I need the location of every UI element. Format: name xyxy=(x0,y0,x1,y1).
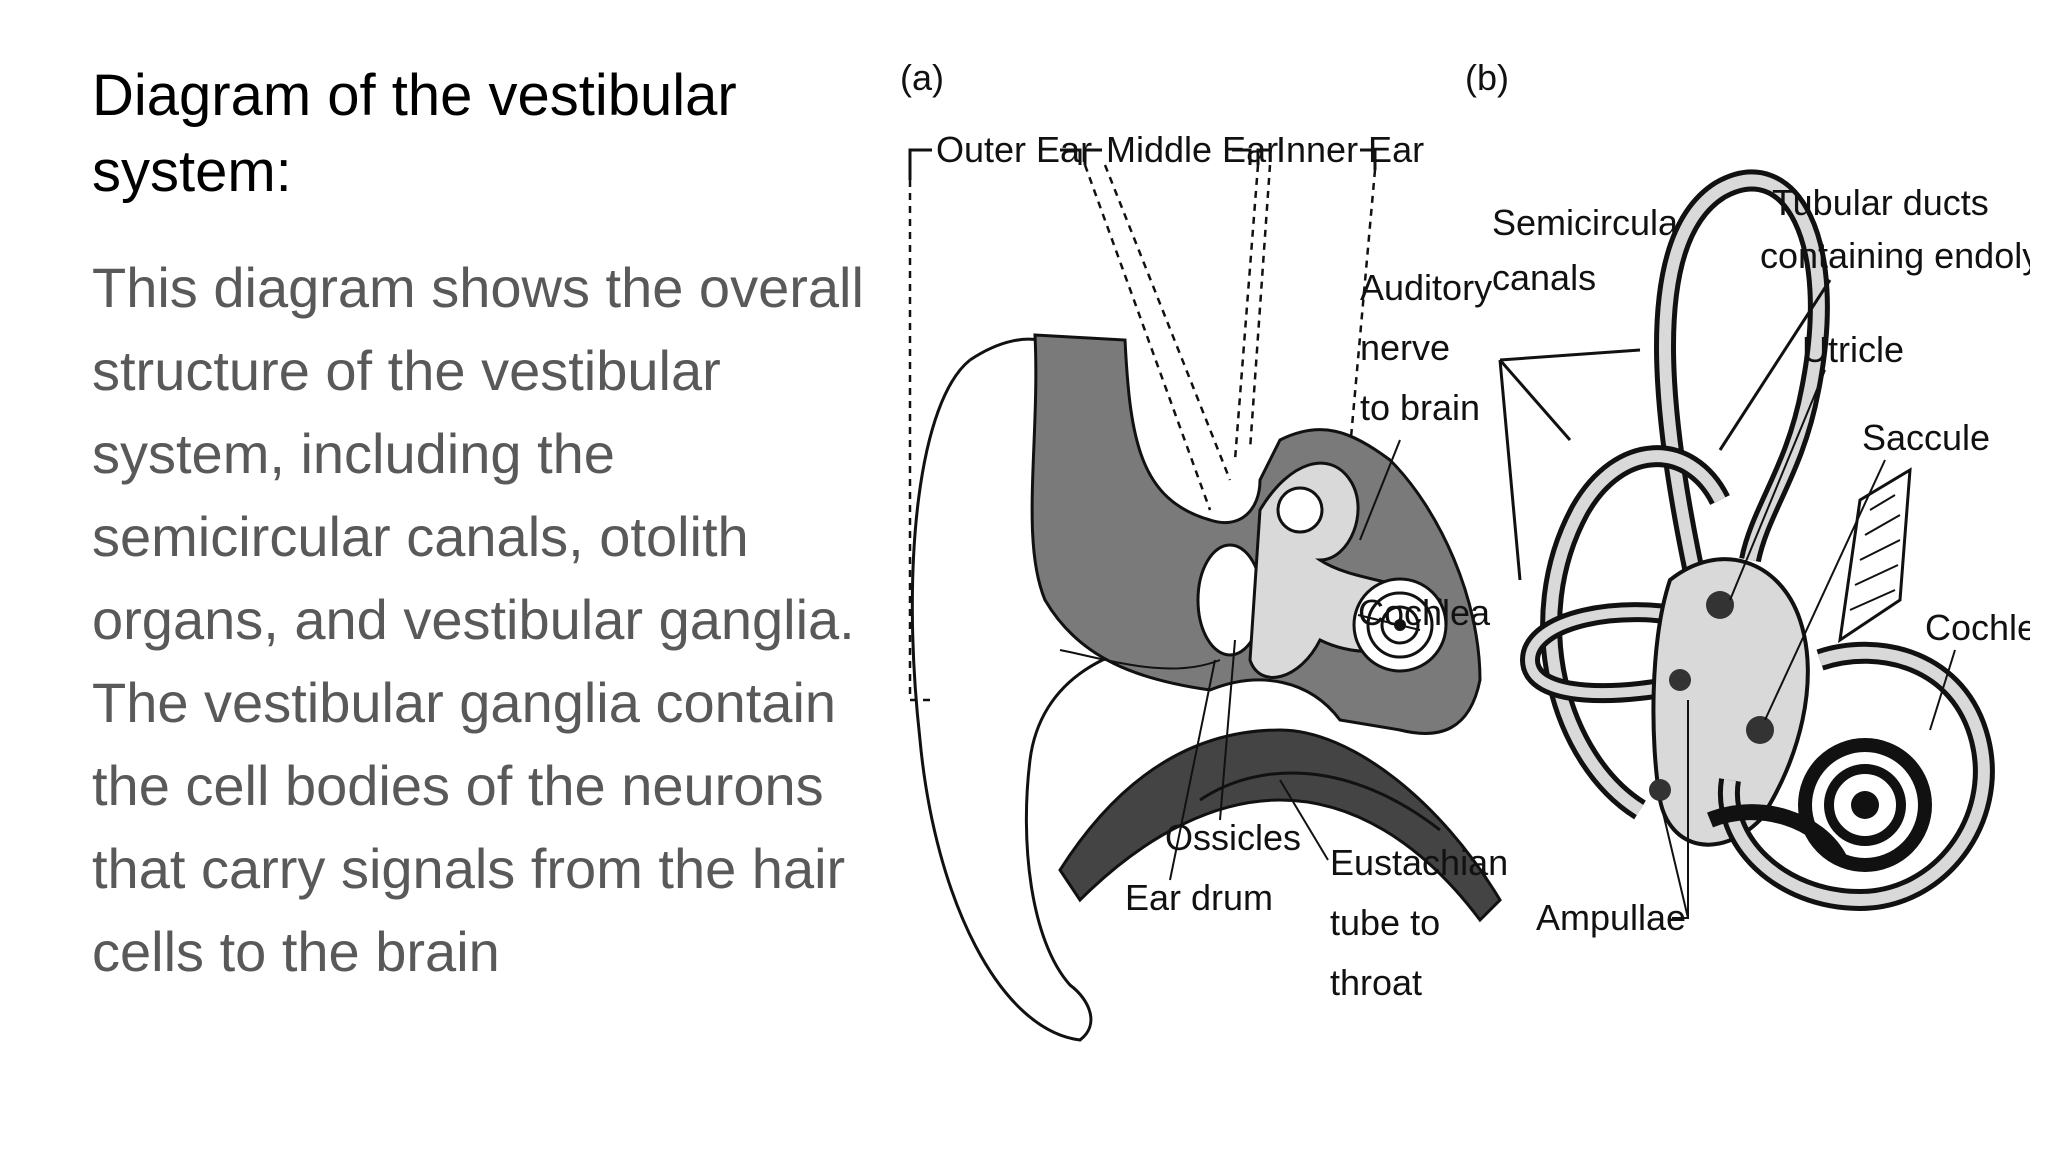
superior-canal-inner xyxy=(1659,174,1825,602)
semicircular-label-line-1: Semicircular xyxy=(1492,202,1690,243)
ossicles-label: Ossicles xyxy=(1165,817,1301,858)
cochlea-spiral-b xyxy=(1717,467,1995,912)
inner-ear-bracket-right xyxy=(1360,148,1377,170)
cochlea-a-label: Cochlea xyxy=(1358,592,1491,633)
semicircular-arrow-3 xyxy=(1498,359,1522,581)
ampulla-dot-1 xyxy=(1669,669,1691,691)
saccule-pointer xyxy=(1764,459,1886,721)
semicircular-arrow-1 xyxy=(1499,348,1641,362)
panel-a-label: (a) xyxy=(900,57,944,98)
ampulla-dot-2 xyxy=(1649,779,1671,801)
auditory-nerve-label-line-3: to brain xyxy=(1360,387,1480,428)
ear-diagram-svg: (a) Outer Ear Middle Ear Inner Ear xyxy=(900,57,2030,1042)
throat-outline xyxy=(1199,771,1441,832)
ear-diagram-figure: (a) Outer Ear Middle Ear Inner Ear xyxy=(880,40,2030,1080)
eustachian-pointer xyxy=(1279,779,1329,861)
tubular-ducts-pointer xyxy=(1718,279,1832,451)
eustachian-label-line-2: tube to xyxy=(1330,902,1440,943)
middle-ear-bracket-right xyxy=(1232,148,1252,165)
semicircular-canal-a xyxy=(1276,486,1324,534)
panel-b: (b) Semicircular canals xyxy=(1465,57,2030,938)
outer-ear-bracket-right xyxy=(1060,148,1082,165)
middle-ear-label: Middle Ear xyxy=(1106,129,1278,170)
cochlea-a-pointer xyxy=(1357,614,1421,631)
posterior-canal-inner xyxy=(1545,450,1726,816)
utricle-label: Utricle xyxy=(1802,329,1904,370)
utricle-pointer xyxy=(1729,369,1826,601)
inner-ear-dashed-guide-2 xyxy=(1248,164,1272,451)
middle-ear-dashed-guide-2 xyxy=(1103,164,1232,481)
tubular-ducts-label-line-1: Tubular ducts xyxy=(1772,182,1989,223)
semicircular-label-line-2: canals xyxy=(1492,257,1596,298)
semicircular-arrow-2 xyxy=(1498,359,1572,441)
duct-lower xyxy=(1707,804,1848,864)
ampullae-label: Ampullae xyxy=(1536,897,1686,938)
lateral-canal-inner xyxy=(1524,607,1702,699)
saccule-label: Saccule xyxy=(1862,417,1990,458)
slide-title: Diagram of the vestibular system: xyxy=(92,63,737,204)
inner-ear-label: Inner Ear xyxy=(1276,129,1424,170)
outer-ear-bracket-left xyxy=(908,148,932,180)
auditory-nerve-label-line-2: nerve xyxy=(1360,327,1450,368)
ossicles-pointer xyxy=(1219,639,1236,821)
eustachian-label-line-1: Eustachian xyxy=(1330,842,1508,883)
ampullae-pointer-2 xyxy=(1659,799,1689,919)
inner-ear-dashed-guide-1 xyxy=(1233,164,1260,461)
pinna-outline xyxy=(910,358,1201,1042)
ear-canal-hair-line xyxy=(1059,649,1221,670)
saccule-dot xyxy=(1746,716,1774,744)
tubular-ducts-label-line-2: containing endolymph xyxy=(1760,235,2030,276)
slide-body-text: This diagram shows the overall structure… xyxy=(92,256,864,983)
inner-ear-bracket-left xyxy=(1256,148,1272,165)
middle-ear-dashed-guide-1 xyxy=(1083,164,1212,511)
panel-b-label: (b) xyxy=(1465,57,1509,98)
eustachian-label-line-3: throat xyxy=(1330,962,1422,1003)
middle-ear-bracket-left xyxy=(1083,148,1102,165)
utricle-dot xyxy=(1706,591,1734,619)
outer-ear-label: Outer Ear xyxy=(936,129,1092,170)
auditory-nerve-label-line-1: Auditory xyxy=(1360,267,1492,308)
eustachian-tube-shape xyxy=(1058,728,1502,923)
outer-ear-dashed-guide xyxy=(908,180,935,702)
cochlea-b-label: Cochlea xyxy=(1925,607,2030,648)
auditory-nerve-pointer xyxy=(1359,439,1401,541)
ear-drum-pointer xyxy=(1169,659,1216,881)
cochlea-b-pointer xyxy=(1929,649,1956,731)
panel-a: (a) Outer Ear Middle Ear Inner Ear xyxy=(900,57,1508,1042)
ear-drum-label: Ear drum xyxy=(1125,877,1273,918)
